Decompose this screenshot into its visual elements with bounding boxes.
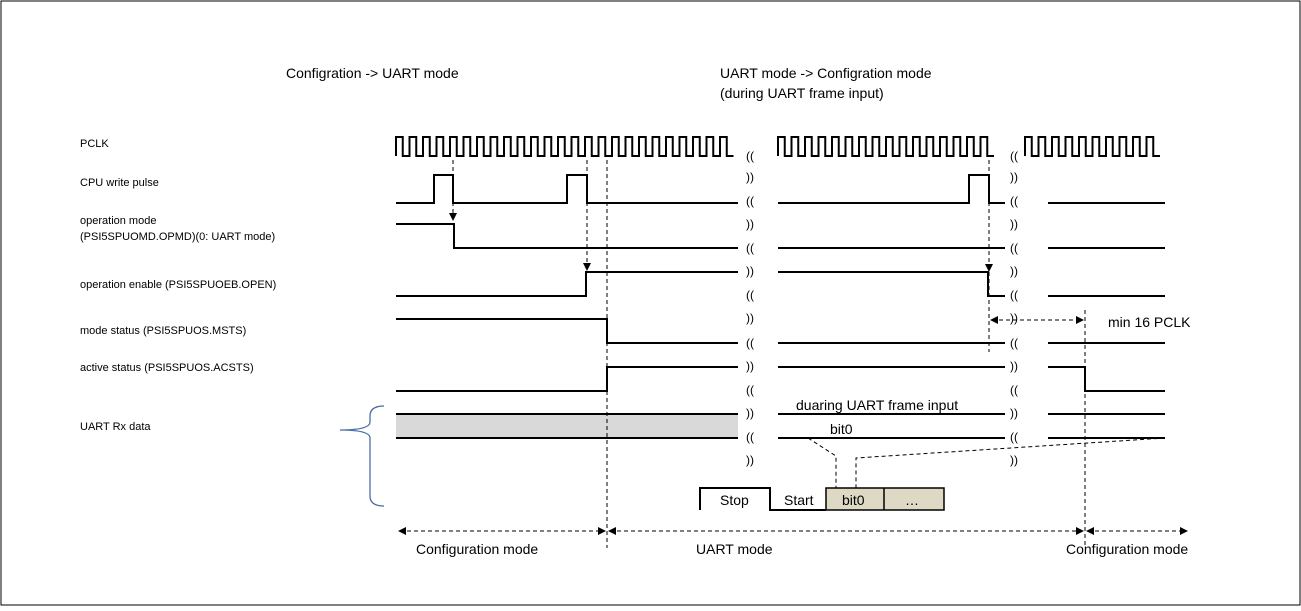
- uart-rx-brace: [339, 405, 385, 507]
- frame-start-text: Start: [784, 492, 814, 508]
- break-open-mark: ((: [1010, 149, 1018, 163]
- break-open-mark: ((: [1010, 336, 1018, 350]
- uart-rx-idle-fill: [396, 414, 738, 438]
- cpu-write-wave-b: [778, 174, 1005, 204]
- break-open-mark: ((: [1010, 288, 1018, 302]
- zoom-dash-left: [807, 437, 837, 488]
- label-pclk: PCLK: [80, 138, 109, 150]
- mode-uart: UART mode: [696, 541, 773, 557]
- break-open-mark: ((: [746, 194, 754, 208]
- break-marks: (()) (()) (()) (()) (()) (()) (()) (()) (()) (())…: [746, 149, 1018, 467]
- label-openable: operation enable (PSI5SPUOEB.OPEN): [80, 279, 276, 291]
- min-pclk-text: min 16 PCLK: [1108, 314, 1191, 330]
- mode-status-wave-a: [396, 318, 738, 344]
- frame-bit0-text: bit0: [842, 492, 865, 508]
- break-close-mark: )): [746, 406, 754, 420]
- during-frame-text: duaring UART frame input: [796, 397, 958, 413]
- break-close-mark: )): [1010, 217, 1018, 231]
- min-pclk-arrow-left: [990, 316, 998, 324]
- break-close-mark: )): [1010, 264, 1018, 278]
- active-status-wave-c: [1048, 366, 1165, 392]
- break-close-mark: )): [1010, 453, 1018, 467]
- active-status-wave-a: [396, 366, 738, 392]
- mode-arrow-config-right-head-l: [1086, 527, 1094, 535]
- frame-stop-line: [699, 487, 826, 511]
- label-active-status: active status (PSI5SPUOS.ACSTS): [80, 362, 254, 374]
- break-close-mark: )): [746, 170, 754, 184]
- break-close-mark: )): [1010, 311, 1018, 325]
- break-close-mark: )): [1010, 406, 1018, 420]
- break-open-mark: ((: [746, 288, 754, 302]
- arrow-openable-disable: [985, 264, 993, 272]
- zoom-dash-right: [855, 437, 1166, 488]
- frame-bit-box: [825, 487, 945, 511]
- mode-arrow-uart-head-l: [608, 527, 616, 535]
- break-open-mark: ((: [1010, 383, 1018, 397]
- arrow-opmode: [449, 213, 457, 221]
- pclk-segment: [1024, 136, 1160, 157]
- opmode-wave-a: [396, 223, 738, 249]
- openable-wave-b: [778, 271, 1005, 297]
- break-close-mark: )): [1010, 170, 1018, 184]
- break-open-mark: ((: [746, 241, 754, 255]
- pclk-segment: [395, 136, 734, 157]
- break-close-mark: )): [746, 453, 754, 467]
- label-mode-status: mode status (PSI5SPUOS.MSTS): [80, 325, 246, 337]
- pclk-waveform: [395, 136, 1160, 157]
- pclk-segment: [777, 136, 994, 157]
- mode-arrow-config-right-head-r: [1180, 527, 1188, 535]
- frame-ellipsis-text: …: [905, 492, 919, 508]
- break-open-mark: ((: [746, 383, 754, 397]
- break-close-mark: )): [746, 264, 754, 278]
- mode-config-right: Configuration mode: [1066, 541, 1188, 557]
- label-uart-rx: UART Rx data: [80, 421, 151, 433]
- bit0-text: bit0: [830, 421, 853, 437]
- break-open-mark: ((: [1010, 241, 1018, 255]
- label-opmode-2: (PSI5SPUOMD.OPMD)(0: UART mode): [80, 231, 275, 243]
- break-open-mark: ((: [1010, 194, 1018, 208]
- label-opmode-1: operation mode: [80, 215, 156, 227]
- break-close-mark: )): [746, 359, 754, 373]
- mode-config-left: Configuration mode: [416, 541, 538, 557]
- openable-wave-a: [396, 271, 738, 297]
- break-open-mark: ((: [746, 336, 754, 350]
- break-close-mark: )): [746, 217, 754, 231]
- header-left: Configration -> UART mode: [286, 65, 459, 81]
- mode-arrow-config-left-head-l: [398, 527, 406, 535]
- break-close-mark: )): [1010, 359, 1018, 373]
- break-close-mark: )): [746, 311, 754, 325]
- mode-arrow-uart-head-r: [1076, 527, 1084, 535]
- frame-stop-text: Stop: [720, 492, 749, 508]
- break-open-mark: ((: [746, 149, 754, 163]
- break-open-mark: ((: [746, 430, 754, 444]
- mode-arrow-config-left-head-r: [598, 527, 606, 535]
- header-right-line1: UART mode -> Configration mode: [720, 65, 932, 81]
- min-pclk-arrow-right: [1076, 316, 1084, 324]
- header-right-line2: (during UART frame input): [720, 85, 884, 101]
- break-open-mark: ((: [1010, 430, 1018, 444]
- arrow-openable: [583, 263, 591, 271]
- cpu-write-wave-a: [396, 174, 738, 204]
- label-cpu-write: CPU write pulse: [80, 177, 159, 189]
